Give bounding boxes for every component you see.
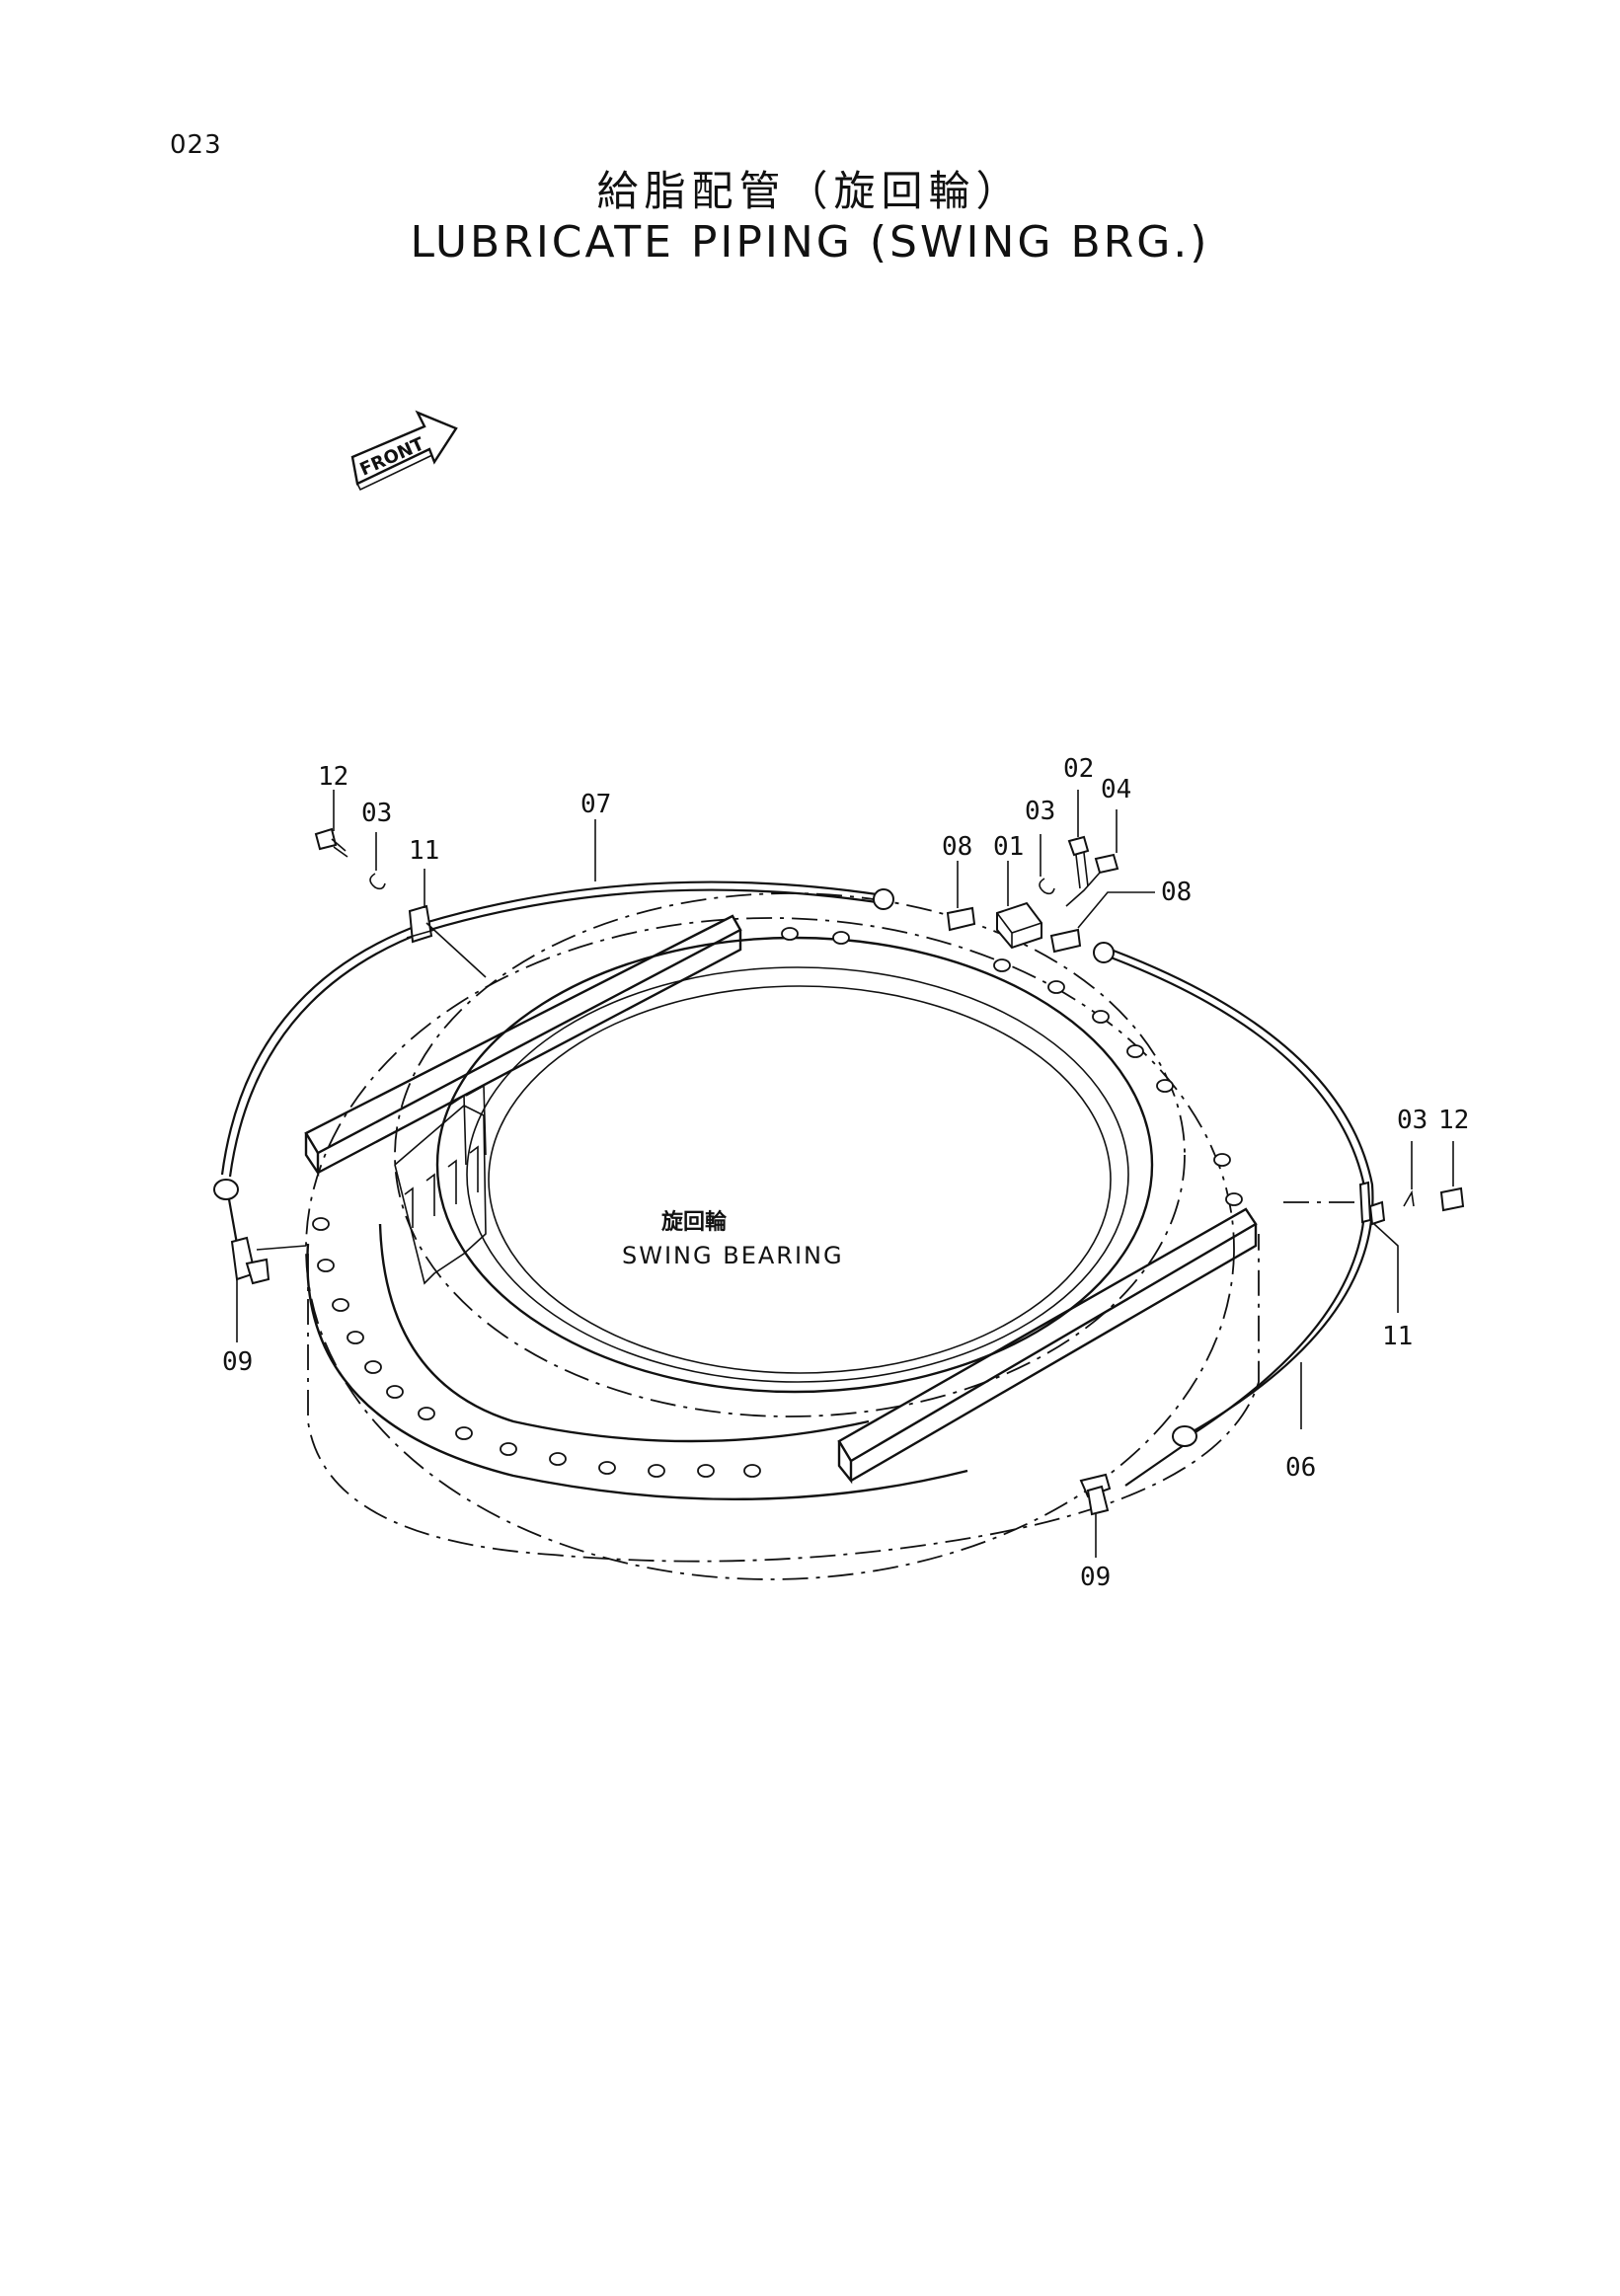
- swing-bearing: 旋回輪 SWING BEARING: [304, 892, 1260, 1580]
- callout-04: 04: [1101, 775, 1131, 804]
- callout-12-right: 12: [1438, 1106, 1469, 1135]
- callout-11-right: 11: [1382, 1322, 1413, 1351]
- center-label-english: SWING BEARING: [622, 1242, 844, 1269]
- callout-03-right: 03: [1397, 1106, 1427, 1135]
- callout-12-top: 12: [318, 762, 348, 792]
- callout-09-right: 09: [1080, 1563, 1111, 1592]
- callout-08-left: 08: [942, 832, 972, 862]
- callout-11-top: 11: [409, 836, 439, 866]
- fittings: [213, 827, 1465, 1516]
- callout-09-left: 09: [222, 1347, 253, 1377]
- page-title-japanese: 給脂配管（旋回輪）: [596, 167, 1024, 215]
- leader-lines: [236, 790, 1454, 1558]
- callout-02: 02: [1063, 754, 1094, 784]
- callout-03-top: 03: [361, 799, 392, 828]
- callout-03-block: 03: [1025, 797, 1055, 826]
- front-arrow: FRONT: [350, 410, 458, 492]
- center-label-japanese: 旋回輪: [661, 1209, 728, 1235]
- bolt-holes: [312, 927, 1243, 1478]
- page-title-english: LUBRICATE PIPING (SWING BRG.): [410, 217, 1210, 268]
- callout-01: 01: [993, 832, 1024, 862]
- callout-08-right: 08: [1161, 878, 1192, 907]
- support-beams: [304, 914, 1258, 1485]
- part-callouts: 12 03 11 07 02 03 04 08 01 08 03 12 11 0…: [222, 754, 1469, 1592]
- page-number: 023: [170, 130, 222, 160]
- callout-06: 06: [1285, 1453, 1316, 1483]
- callout-07: 07: [580, 790, 611, 819]
